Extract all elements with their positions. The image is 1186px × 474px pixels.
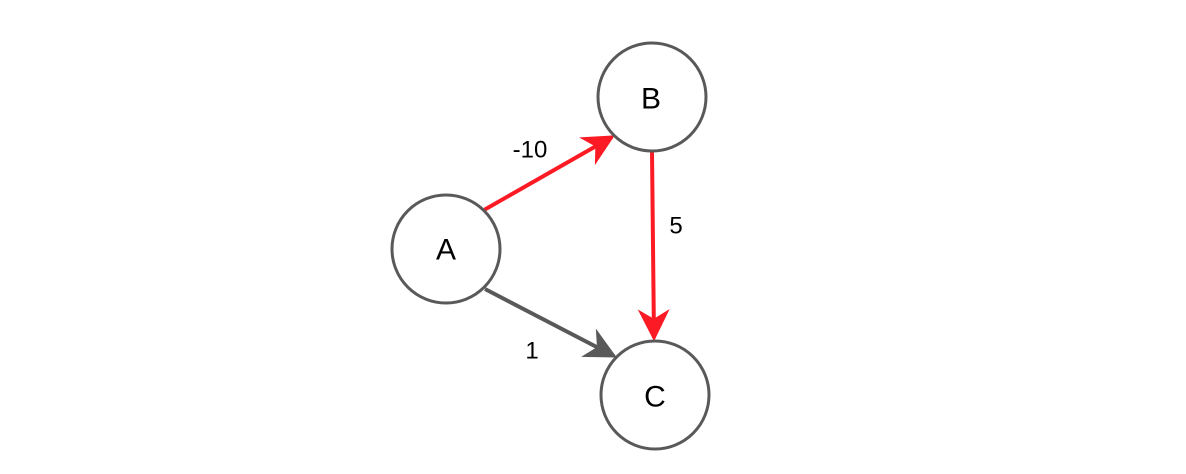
edge-line-a-c bbox=[484, 287, 617, 358]
node-c-circle bbox=[599, 339, 711, 451]
edge-line-b-c bbox=[637, 151, 670, 342]
node-a-label: A bbox=[436, 234, 456, 267]
node-b-circle bbox=[596, 41, 708, 153]
edge-a-c: 1 bbox=[484, 287, 617, 365]
edge-a-b: -10 bbox=[483, 135, 615, 212]
node-a-circle bbox=[390, 193, 502, 305]
edge-line-a-b bbox=[483, 135, 615, 212]
edge-weight-a-c: 1 bbox=[525, 338, 538, 365]
node-c-label: C bbox=[644, 381, 666, 414]
edge-b-c: 5 bbox=[637, 151, 683, 342]
node-a[interactable]: A bbox=[390, 193, 502, 305]
node-b-label: B bbox=[641, 83, 661, 116]
node-b[interactable]: B bbox=[596, 41, 708, 153]
edge-weight-b-c: 5 bbox=[669, 213, 682, 240]
edge-weight-a-b: -10 bbox=[513, 137, 548, 164]
node-c[interactable]: C bbox=[599, 339, 711, 451]
